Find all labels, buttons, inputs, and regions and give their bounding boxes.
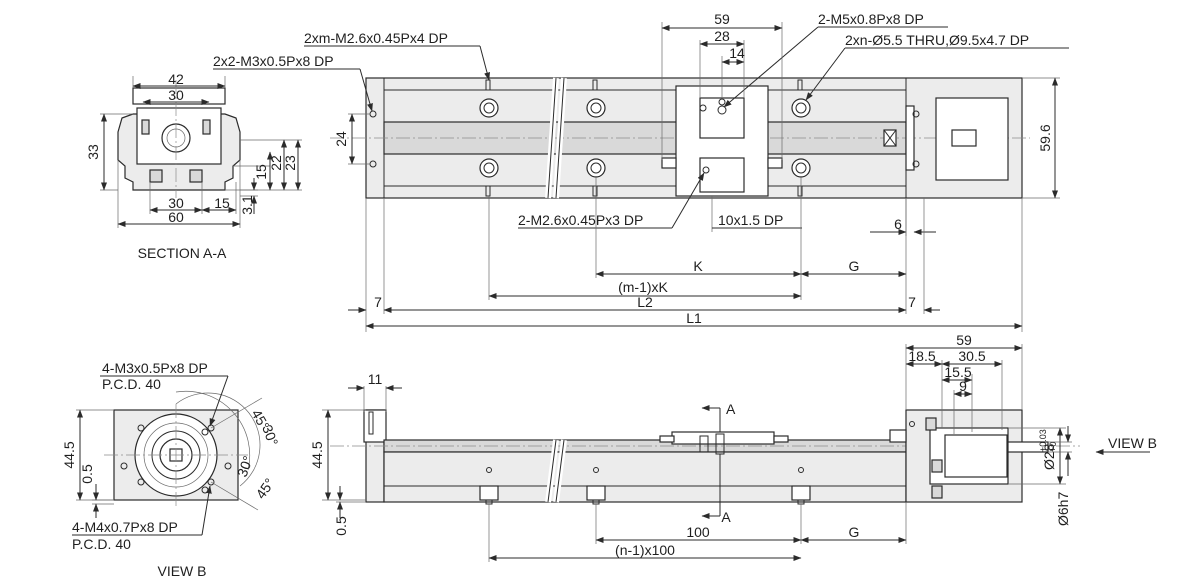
dim-30-top-label: 30 <box>168 87 184 103</box>
section-aa-title: SECTION A-A <box>138 245 227 261</box>
view-b-title: VIEW B <box>157 563 206 579</box>
side-dim-15-5-label: 15.5 <box>944 364 971 380</box>
dim-30-bottom-label: 30 <box>168 195 184 211</box>
dim-22-label: 22 <box>268 155 284 171</box>
callout-thru-hole-label: 2xn-Ø5.5 THRU,Ø9.5x4.7 DP <box>845 32 1029 48</box>
side-dim-tol-upper-label: +0.03 <box>1038 429 1048 452</box>
dim-23-label: 23 <box>282 155 298 171</box>
dim-k-label: K <box>693 258 703 274</box>
dim-59-top-label: 59 <box>714 11 730 27</box>
callout-m2-6-3-label: 2-M2.6x0.45Px3 DP <box>518 212 643 228</box>
callout-view-b-m4-label: 4-M4x0.7Px8 DP <box>72 519 178 535</box>
counterbore-hole-bottom-2 <box>586 158 606 178</box>
counterbore-hole-bottom-3 <box>791 158 811 178</box>
view-b-dim-44-5-label: 44.5 <box>61 441 77 468</box>
side-dim-9-label: 9 <box>959 378 967 394</box>
dim-15-horizontal-label: 15 <box>214 195 230 211</box>
side-dim-g-label: G <box>849 524 860 540</box>
dim-24-label: 24 <box>333 131 349 147</box>
dim-l1-label: L1 <box>686 310 702 326</box>
counterbore-hole-top-3 <box>791 98 811 118</box>
dim-7-right-label: 7 <box>908 294 916 310</box>
dim-42-label: 42 <box>168 71 184 87</box>
side-dim-6h7-label: Ø6h7 <box>1055 492 1071 526</box>
section-a-bottom-label: A <box>721 509 731 525</box>
dim-59-6-label: 59.6 <box>1037 124 1053 151</box>
side-dim-18-5-label: 18.5 <box>908 348 935 364</box>
callout-m5-label: 2-M5x0.8Px8 DP <box>818 11 924 27</box>
section-a-top-label: A <box>726 401 736 417</box>
dim-60-label: 60 <box>168 209 184 225</box>
side-dim-n1-label: (n-1)x100 <box>615 542 675 558</box>
angle-45-bottom-label: 45° <box>252 475 277 502</box>
angle-30-top-label: 30° <box>259 423 281 448</box>
dim-33-label: 33 <box>85 144 101 160</box>
side-dim-30-5-label: 30.5 <box>958 348 985 364</box>
side-dim-0-5-label: 0.5 <box>333 516 349 536</box>
mount-bolt-3 <box>791 485 811 505</box>
angle-30-bottom-label: 30° <box>234 454 256 479</box>
side-dim-44-5-label: 44.5 <box>309 441 325 468</box>
mount-bolt-1 <box>479 485 499 505</box>
side-dim-100-label: 100 <box>686 524 710 540</box>
pcd-bottom-label: P.C.D. 40 <box>72 536 131 552</box>
counterbore-hole-top-2 <box>586 98 606 118</box>
callout-m2-6-m-label: 2xm-M2.6x0.45Px4 DP <box>304 30 448 46</box>
dim-28-label: 28 <box>714 28 730 44</box>
mount-bolt-2 <box>586 485 606 505</box>
dim-15-vertical-label: 15 <box>253 164 269 180</box>
callout-view-b-m3-label: 4-M3x0.5Px8 DP <box>102 360 208 376</box>
dim-6-label: 6 <box>894 216 902 232</box>
pcd-top-label: P.C.D. 40 <box>102 376 161 392</box>
view-b: 45° 30° 30° 45° 4-M3x0.5Px8 DP P.C.D. 40… <box>61 360 281 579</box>
side-view: 11 44.5 0.5 59 18.5 30.5 15.5 9 A A <box>309 332 1157 562</box>
view-b-arrow-label: VIEW B <box>1108 435 1157 451</box>
dim-7-left-label: 7 <box>374 294 382 310</box>
dim-m1k-label: (m-1)xK <box>618 279 668 295</box>
side-dim-tol-lower-label: +0 <box>1048 442 1058 452</box>
dim-3-1-label: 3.1 <box>239 195 255 215</box>
top-view: 2xm-M2.6x0.45Px4 DP 2x2-M3x0.5Px8 DP 2-M… <box>213 11 1069 332</box>
view-b-dim-0-5-label: 0.5 <box>79 464 95 484</box>
dim-g-top-label: G <box>849 258 860 274</box>
dim-l2-label: L2 <box>637 294 653 310</box>
callout-pin-label: 10x1.5 DP <box>718 212 783 228</box>
side-dim-59-label: 59 <box>956 332 972 348</box>
side-dim-28-label: Ø28 <box>1041 443 1057 470</box>
counterbore-hole-bottom-1 <box>479 158 499 178</box>
section-aa-view: 42 30 33 15 22 23 30 15 3.1 <box>85 71 302 261</box>
callout-m3-label: 2x2-M3x0.5Px8 DP <box>213 53 334 69</box>
dim-14-label: 14 <box>729 45 745 61</box>
counterbore-hole-top-1 <box>479 98 499 118</box>
side-dim-11-label: 11 <box>368 371 383 387</box>
